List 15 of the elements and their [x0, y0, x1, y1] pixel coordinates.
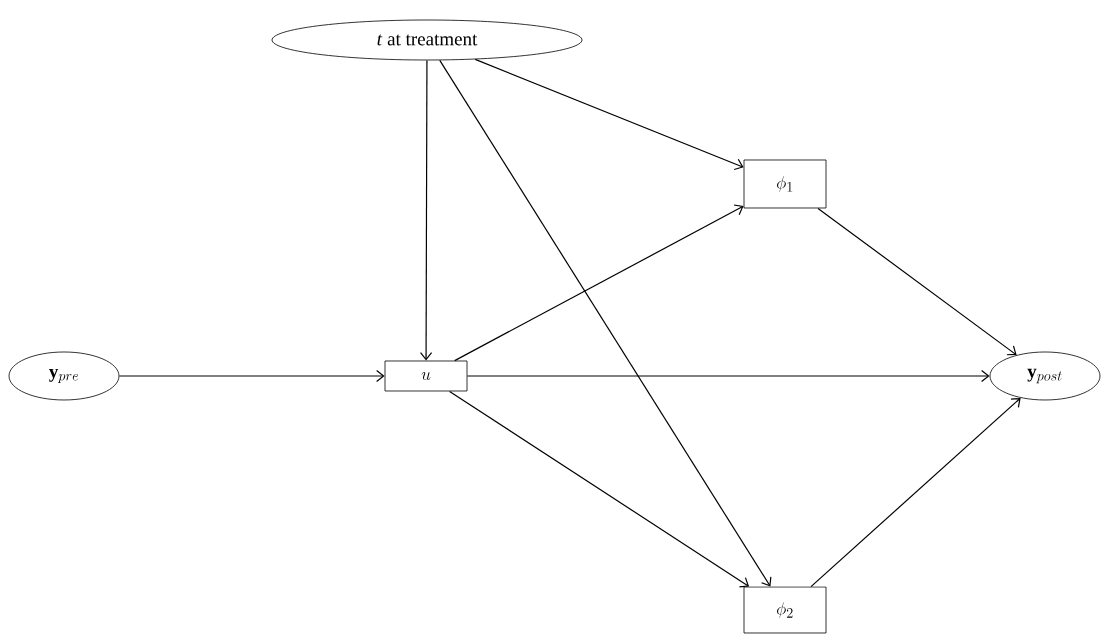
ellipse-node: t at treatment — [271, 19, 583, 61]
arrow — [118, 369, 385, 383]
arrow — [419, 59, 433, 361]
arrow — [474, 58, 744, 171]
arrow — [439, 59, 772, 587]
arrow — [810, 397, 1021, 588]
arrow — [817, 207, 1017, 356]
ellipse-node: $\mathbf{y}_{pre}$ — [8, 351, 120, 401]
process-box: $u$ — [384, 360, 468, 392]
process-box: $\phi_2$ — [743, 586, 827, 634]
process-box: $\phi_1$ — [743, 159, 827, 209]
arrow — [466, 369, 990, 383]
arrow — [454, 204, 744, 362]
arrow — [449, 390, 750, 588]
ellipse-node: $\mathbf{y}_{post}$ — [989, 351, 1101, 401]
